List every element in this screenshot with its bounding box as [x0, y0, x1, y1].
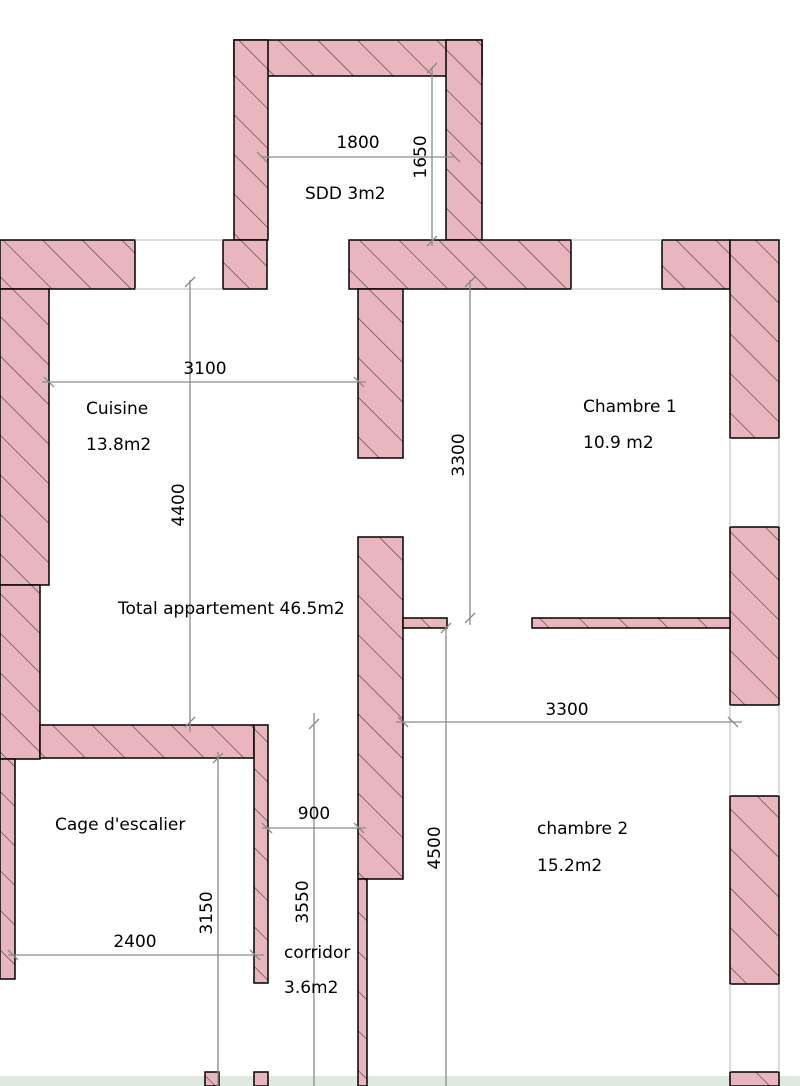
- wall-partition-cuisine-upper: [357, 288, 404, 459]
- dim-cuisine-width: 3100: [183, 359, 226, 379]
- wall-top-right: [661, 239, 731, 290]
- wall-sdd-top: [233, 39, 483, 77]
- wall-cage-top: [39, 724, 255, 759]
- wall-top-middle: [348, 239, 572, 290]
- floor-strip: [0, 1076, 800, 1086]
- dim-cage-width: 2400: [113, 932, 156, 952]
- room-area-corridor: 3.6m2: [284, 978, 338, 998]
- dimension-labels: 1800 1650 3100 4400 3300 3300 4500 900 3…: [113, 133, 588, 952]
- walls: [0, 39, 780, 1086]
- dim-sdd-height: 1650: [411, 135, 431, 178]
- dim-cuisine-height: 4400: [169, 483, 189, 526]
- wall-right-middle: [729, 526, 780, 706]
- wall-right-upper: [729, 239, 780, 439]
- wall-corridor-bottom-stub: [357, 878, 368, 1086]
- dim-cage-height: 3150: [197, 891, 217, 934]
- wall-left-upper: [0, 288, 50, 586]
- wall-right-lower: [729, 795, 780, 985]
- wall-left-middle: [0, 584, 41, 760]
- room-label-cuisine: Cuisine: [86, 399, 148, 419]
- dim-chambre1-height: 3300: [449, 433, 469, 476]
- wall-bottom-stub-mid: [253, 1071, 269, 1086]
- total-area-label: Total appartement 46.5m2: [117, 599, 345, 619]
- wall-left-lower: [0, 758, 16, 980]
- dim-corridor-height: 3550: [293, 880, 313, 923]
- room-area-chambre1: 10.9 m2: [583, 433, 654, 453]
- room-area-chambre2: 15.2m2: [537, 856, 602, 876]
- wall-top-sdd-left-stub: [222, 239, 268, 290]
- dimension-lines: [7, 62, 742, 1086]
- wall-chambre1-bottom-left: [402, 617, 448, 629]
- room-label-chambre2: chambre 2: [537, 819, 628, 839]
- room-label-chambre1: Chambre 1: [583, 397, 677, 417]
- wall-chambre1-bottom-right: [531, 617, 731, 629]
- wall-right-bottom-stub: [729, 1071, 780, 1086]
- wall-top-left: [0, 239, 136, 290]
- dim-corridor-width: 900: [298, 804, 330, 824]
- wall-bottom-stub-left: [204, 1071, 220, 1086]
- window-lines: [135, 239, 780, 1072]
- dim-sdd-width: 1800: [336, 133, 379, 153]
- wall-sdd-right: [445, 39, 483, 241]
- room-label-corridor: corridor: [284, 943, 350, 963]
- dim-chambre2-height: 4500: [425, 826, 445, 869]
- dim-chambre2-width: 3300: [545, 700, 588, 720]
- wall-cage-right: [253, 724, 269, 984]
- room-label-cage: Cage d'escalier: [55, 815, 185, 835]
- room-area-cuisine: 13.8m2: [86, 435, 151, 455]
- room-label-sdd: SDD 3m2: [305, 184, 386, 204]
- wall-partition-center: [357, 536, 404, 880]
- room-labels: SDD 3m2 Cuisine 13.8m2 Chambre 1 10.9 m2…: [55, 184, 677, 998]
- wall-sdd-left: [233, 39, 269, 241]
